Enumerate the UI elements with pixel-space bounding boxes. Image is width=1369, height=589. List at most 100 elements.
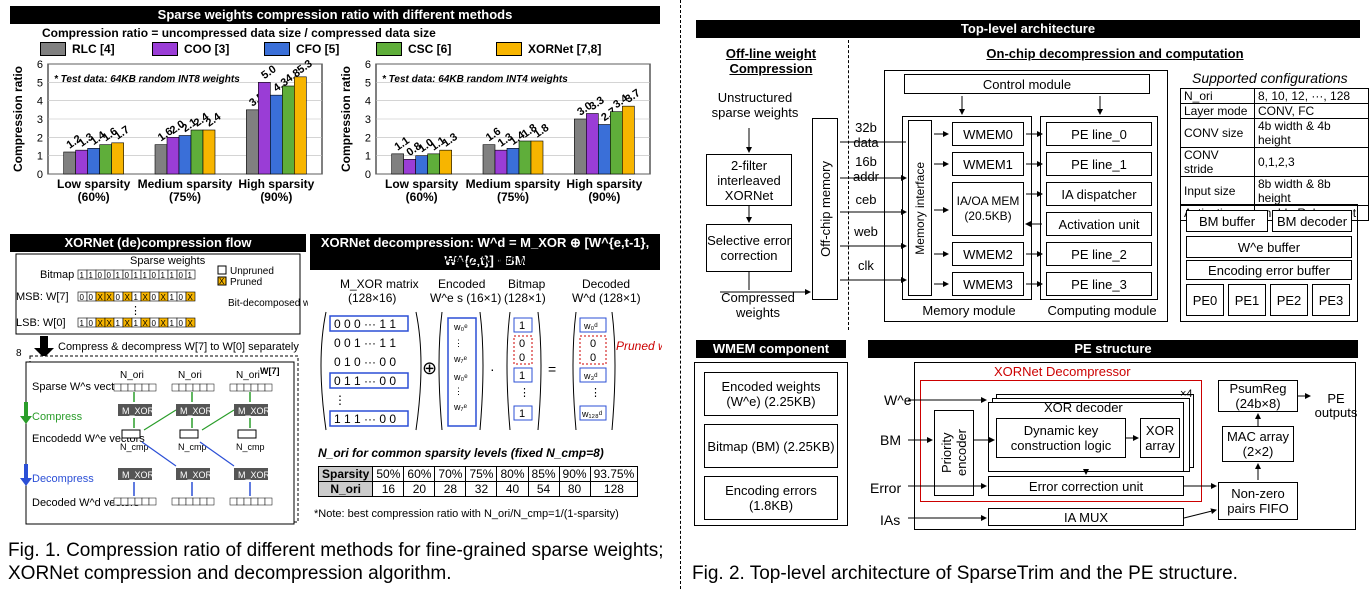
legend-swatch xyxy=(40,42,66,56)
bar xyxy=(99,144,112,175)
y-tick-label: 1 xyxy=(365,151,371,163)
table-header-cell: 90% xyxy=(558,466,591,482)
fig1-header: Sparse weights compression ratio with di… xyxy=(10,6,660,24)
svg-text:1: 1 xyxy=(519,370,525,382)
bar xyxy=(586,113,599,175)
svg-text:M_XOR: M_XOR xyxy=(180,470,213,480)
svg-text:0: 0 xyxy=(89,319,94,328)
mxor-row: 1 1 1 ··· 0 0 xyxy=(334,412,396,426)
svg-text:1: 1 xyxy=(134,271,139,280)
mxor-block xyxy=(176,468,210,480)
flow-decoded-vec: Decoded W^d vectors xyxy=(32,497,140,509)
legend-item: RLC [4] xyxy=(40,42,115,56)
error-correction-unit: Error correction unit xyxy=(988,476,1184,496)
y-tick-label: 4 xyxy=(37,96,43,108)
svg-text:w₀ᵈ: w₀ᵈ xyxy=(583,321,598,331)
pruned-weights: Pruned weights xyxy=(616,339,662,353)
bit-cell xyxy=(185,269,196,280)
svg-text:0: 0 xyxy=(107,271,112,280)
svg-text:M_XOR: M_XOR xyxy=(238,406,271,416)
table-cell: 80 xyxy=(558,481,591,497)
table-header-cell: 75% xyxy=(465,466,498,482)
legend-swatch xyxy=(376,42,402,56)
legend-label: CSC [6] xyxy=(408,42,452,56)
fig1-caption-2: XORNet compression and decompression alg… xyxy=(8,563,452,584)
wmem3: WMEM3 xyxy=(952,272,1024,296)
signal-web: web xyxy=(854,224,878,239)
svg-text:0: 0 xyxy=(152,293,157,302)
x-tick-label: (60%) xyxy=(78,190,110,204)
legend-swatch xyxy=(152,42,178,56)
pe-line-1: PE line_1 xyxy=(1046,152,1152,176)
svg-text:0: 0 xyxy=(179,271,184,280)
mxor-row: 0 0 0 ··· 1 1 xyxy=(334,317,396,331)
bar xyxy=(87,148,100,175)
bar xyxy=(574,118,587,175)
svg-text:1: 1 xyxy=(80,319,85,328)
legend-item: COO [3] xyxy=(152,42,229,56)
bar xyxy=(63,151,76,175)
svg-text:⋮: ⋮ xyxy=(130,305,141,317)
table-cell: 32 xyxy=(465,481,498,497)
bar-value-label: 2.4 xyxy=(204,110,224,129)
flow-bitmap-label: Bitmap xyxy=(40,269,74,281)
svg-text:⊕: ⊕ xyxy=(422,358,437,378)
signal-labels: 32b data 16b addr ceb web clk xyxy=(846,120,886,273)
figure-divider xyxy=(680,0,681,589)
svg-text:1: 1 xyxy=(116,271,121,280)
pe-box: PE1 xyxy=(1228,284,1266,316)
svg-text:X: X xyxy=(98,319,104,328)
config-value: 0,1,2,3 xyxy=(1253,147,1369,177)
signal-data: 32b data xyxy=(853,120,879,150)
offline-divider xyxy=(848,40,849,330)
legend-item: CSC [6] xyxy=(376,42,451,56)
encoding-error-buffer: Encoding error buffer xyxy=(1186,260,1352,280)
svg-text:1: 1 xyxy=(143,271,148,280)
bar xyxy=(258,82,271,175)
bar xyxy=(494,149,508,175)
svg-text:X: X xyxy=(219,277,225,286)
y-tick-label: 1 xyxy=(37,151,43,163)
bar xyxy=(154,144,168,175)
offchip-memory: Off-chip memory xyxy=(812,118,838,300)
svg-text:1: 1 xyxy=(519,320,525,332)
bm-decoder: BM decoder xyxy=(1272,210,1352,232)
decomp-diagram: M_XOR matrix (128×16) Encoded W^e s (16×… xyxy=(320,277,662,431)
x-tick-label: High sparsity xyxy=(566,177,642,191)
wmem1: WMEM1 xyxy=(952,152,1024,176)
svg-text:w₇ᵉ: w₇ᵉ xyxy=(453,354,468,364)
svg-text:0: 0 xyxy=(116,293,121,302)
iaoa-mem: IA/OA MEM (20.5KB) xyxy=(952,182,1024,236)
compressed-weights: Compressed weights xyxy=(721,290,795,320)
legend-swatch xyxy=(264,42,290,56)
svg-text:X: X xyxy=(98,293,104,302)
nonzero-fifo: Non-zero pairs FIFO xyxy=(1218,482,1298,520)
y-tick-label: 3 xyxy=(365,114,371,126)
svg-text:⋮: ⋮ xyxy=(590,387,601,399)
decomp-support: Support highest sparsity=93.75% with N_o… xyxy=(318,255,628,267)
bar xyxy=(598,124,611,175)
svg-text:X: X xyxy=(125,293,131,302)
bar xyxy=(506,148,520,175)
flow-decompress: Decompress xyxy=(32,473,94,485)
svg-text:1: 1 xyxy=(134,293,139,302)
mxor-block xyxy=(118,468,152,480)
dec-label: Decoded xyxy=(582,277,630,291)
wmem-encoded: Encoded weights (W^e) (2.25KB) xyxy=(704,372,838,416)
svg-text:0: 0 xyxy=(98,271,103,280)
bar xyxy=(482,144,496,175)
computing-module-frame xyxy=(1040,116,1158,300)
svg-text:X: X xyxy=(188,293,194,302)
onchip-outer xyxy=(884,70,1168,322)
svg-text:0: 0 xyxy=(125,271,130,280)
svg-text:1: 1 xyxy=(80,271,85,280)
wmem-errors: Encoding errors (1.8KB) xyxy=(704,476,838,520)
config-key: Layer mode xyxy=(1180,103,1255,119)
pe-arrows xyxy=(908,393,1311,521)
bar xyxy=(427,153,440,175)
svg-text:0: 0 xyxy=(590,352,596,364)
bar xyxy=(202,129,216,175)
mxor-row-box xyxy=(329,315,409,332)
input-bm: BM xyxy=(880,432,901,448)
